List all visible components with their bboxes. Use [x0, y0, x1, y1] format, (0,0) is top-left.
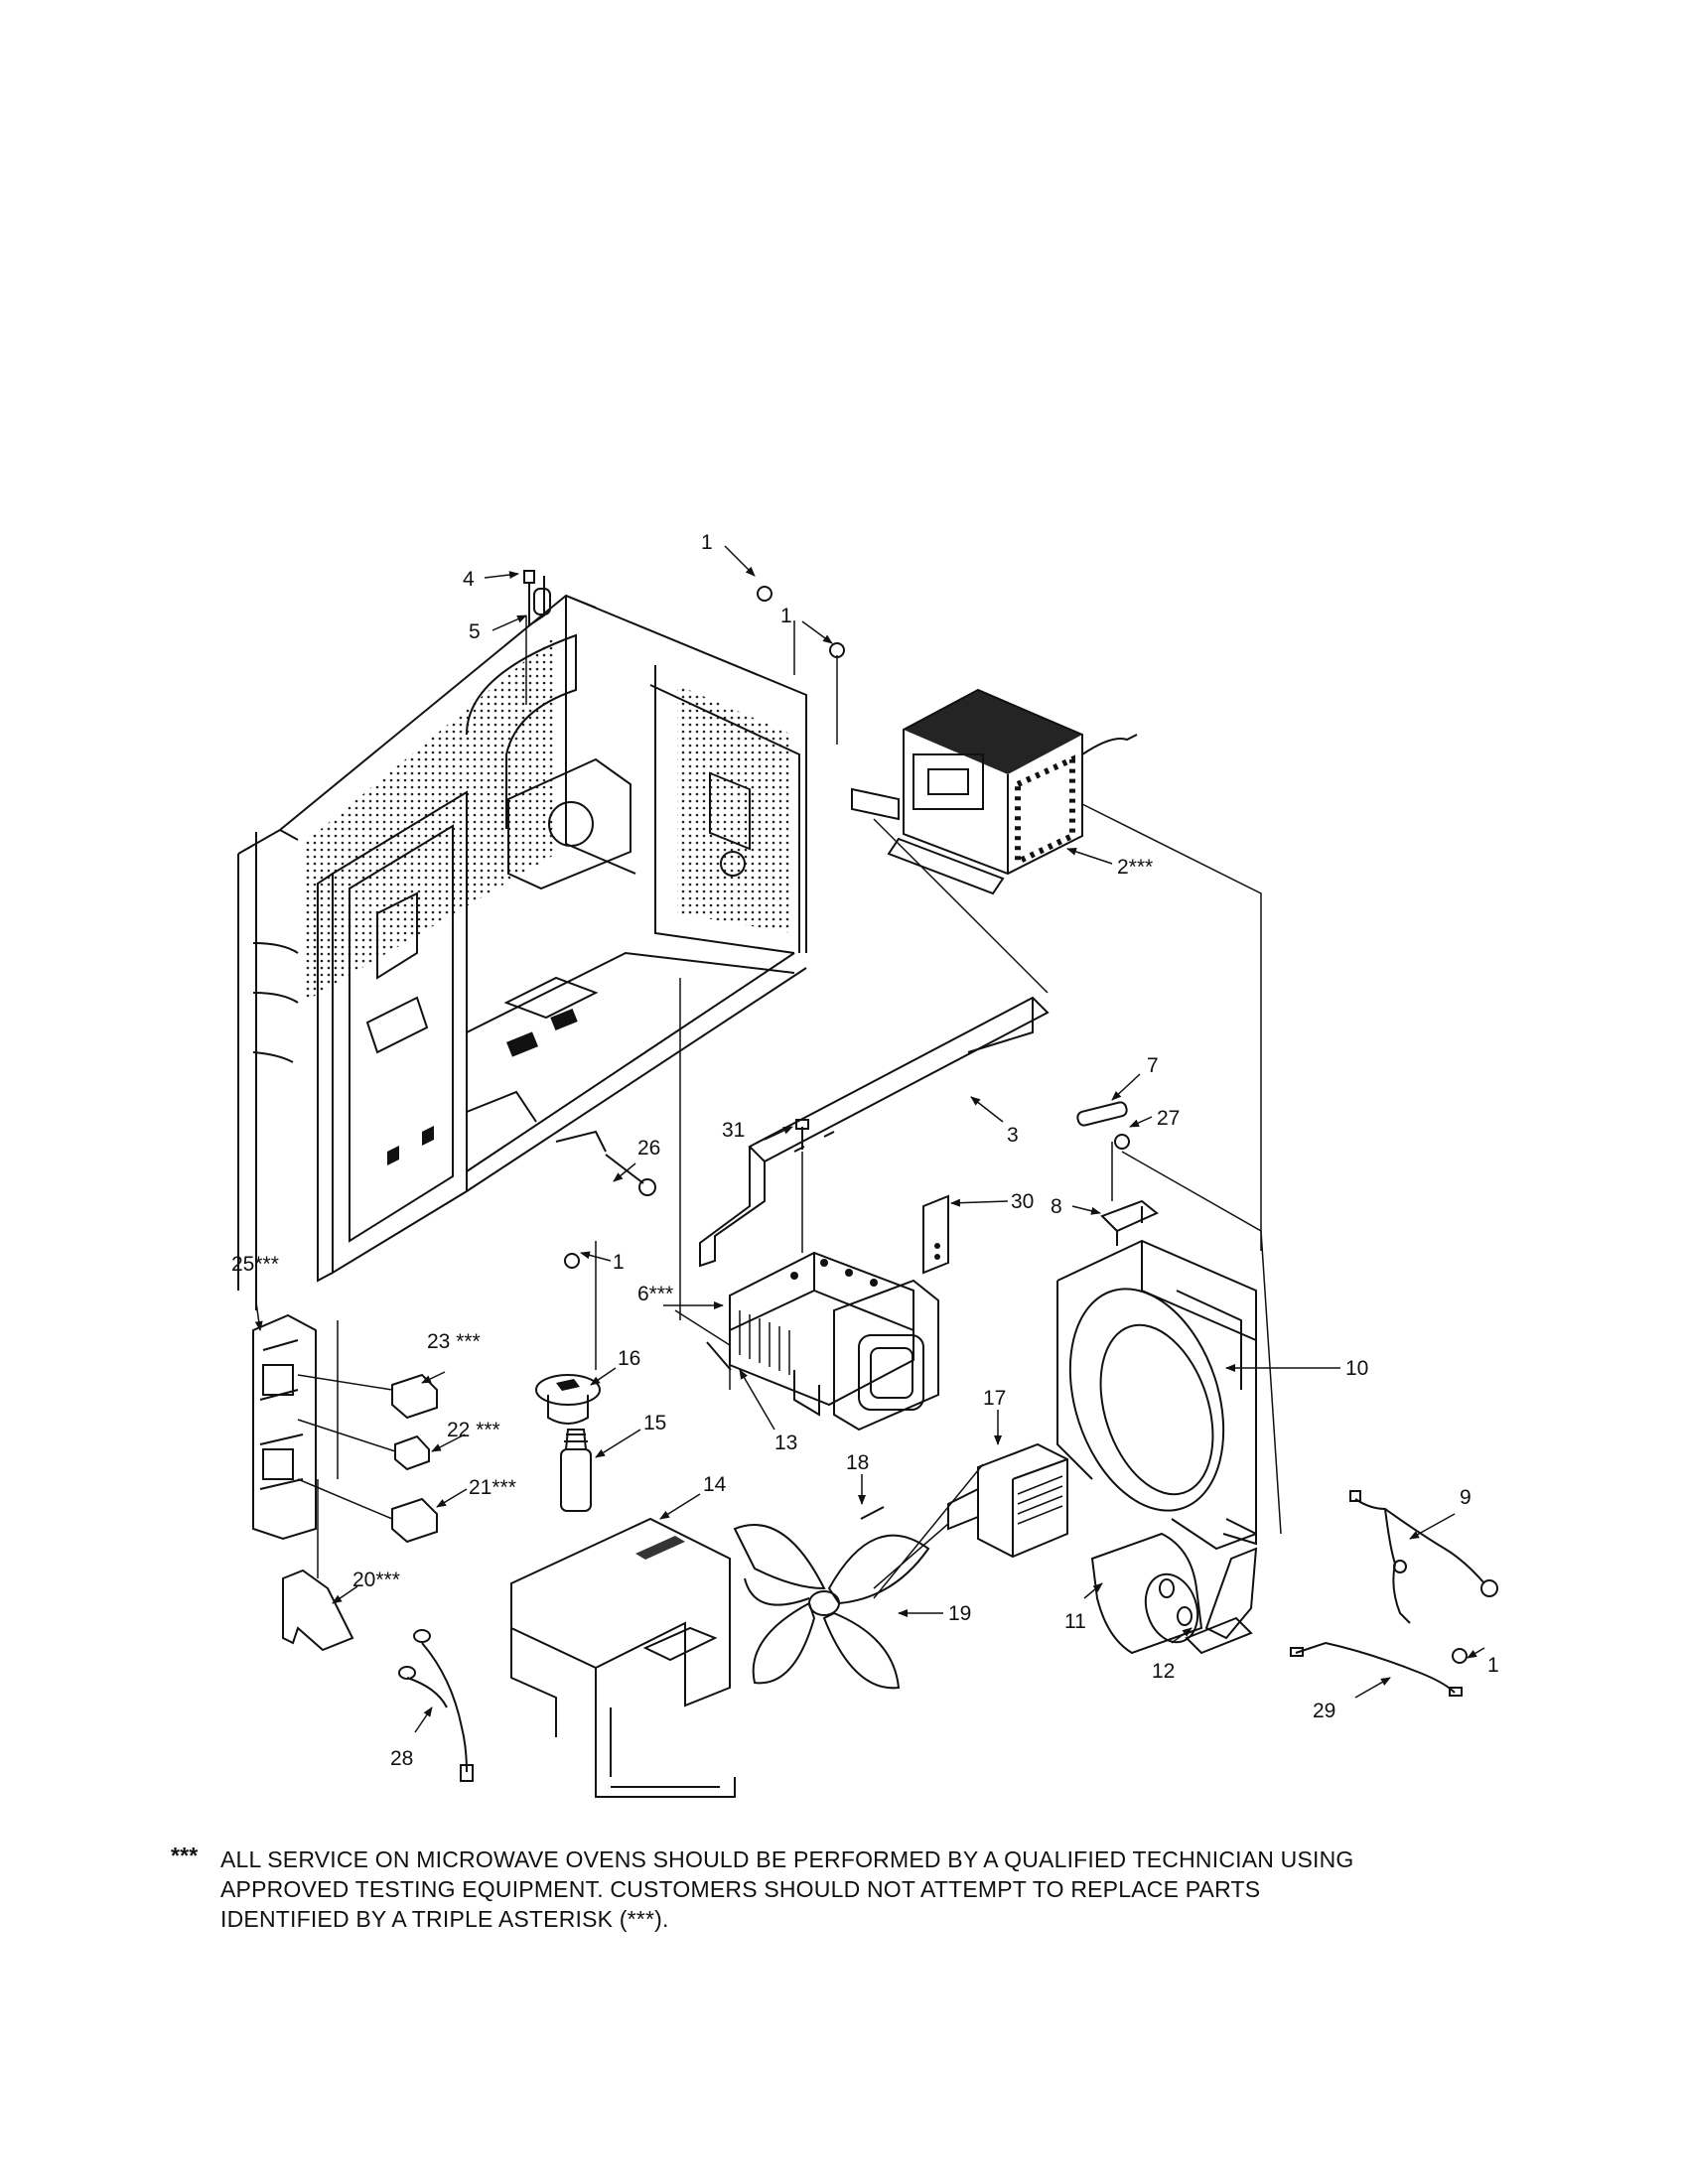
fuse [1076, 1101, 1128, 1127]
high-voltage-capacitor [1090, 1532, 1203, 1655]
callout-3: 3 [1007, 1124, 1019, 1147]
fan-blade [733, 1524, 930, 1690]
service-warning-text: ALL SERVICE ON MICROWAVE OVENS SHOULD BE… [220, 1846, 1354, 1932]
callout-15: 15 [643, 1412, 666, 1434]
callout-arrows [254, 545, 1485, 1733]
callout-1-upper-right: 1 [780, 605, 792, 627]
callout-27: 27 [1157, 1107, 1180, 1130]
callout-9: 9 [1460, 1486, 1472, 1509]
callout-18: 18 [846, 1451, 869, 1474]
triple-asterisk-marker: *** [171, 1843, 199, 1868]
callout-10: 10 [1345, 1357, 1368, 1380]
high-voltage-transformer [851, 688, 1138, 895]
callout-23: 23 *** [427, 1330, 481, 1353]
callout-25: 25*** [231, 1253, 279, 1276]
wire-lead-28 [398, 1629, 474, 1782]
callout-5: 5 [469, 620, 481, 643]
oven-lamp [560, 1429, 592, 1512]
callout-1-bottom-screw: 1 [613, 1251, 625, 1274]
lamp-socket [535, 1374, 601, 1425]
callout-7: 7 [1147, 1054, 1159, 1077]
callout-17: 17 [983, 1387, 1006, 1410]
callout-26: 26 [637, 1137, 660, 1160]
interlock-switches [391, 1373, 438, 1544]
callout-12: 12 [1152, 1660, 1175, 1683]
screws [523, 570, 1468, 1664]
callout-6: 6*** [637, 1283, 673, 1305]
callout-28: 28 [390, 1747, 413, 1770]
callout-21: 21*** [469, 1476, 516, 1499]
capacitor-bracket [1185, 1547, 1258, 1655]
callout-16: 16 [618, 1347, 640, 1370]
callout-20: 20*** [352, 1569, 400, 1591]
fuse-holder-clip [1100, 1134, 1159, 1246]
callout-1-wire-screw: 1 [1487, 1654, 1499, 1677]
wire-lead-29 [1290, 1641, 1463, 1697]
wire-lead-9 [1349, 1490, 1498, 1624]
callout-4: 4 [463, 568, 475, 591]
magnetron [729, 1251, 939, 1432]
air-duct [510, 1517, 736, 1798]
callout-labels: 1 1 1 1 2*** 3 4 5 6*** 7 8 9 10 11 12 1… [231, 531, 1499, 1770]
callout-14: 14 [703, 1473, 727, 1496]
callout-31: 31 [722, 1119, 745, 1142]
warning-label [922, 1194, 949, 1275]
callout-30: 30 [1011, 1190, 1034, 1213]
door-latch-board [252, 1313, 317, 1541]
fan-shroud [1056, 1239, 1257, 1551]
support-bracket [699, 996, 1050, 1268]
callout-2: 2*** [1117, 856, 1153, 879]
callout-13: 13 [774, 1432, 797, 1454]
callout-29: 29 [1313, 1700, 1335, 1722]
callout-22: 22 *** [447, 1419, 500, 1441]
assembly-leader-lines [297, 615, 1282, 1599]
fan-motor [947, 1442, 1068, 1559]
callout-11: 11 [1064, 1610, 1086, 1633]
callout-1-top: 1 [701, 531, 713, 554]
callout-19: 19 [948, 1602, 971, 1625]
service-warning-footnote: *** ALL SERVICE ON MICROWAVE OVENS SHOUL… [171, 1843, 1581, 1934]
oven-cavity-chassis [237, 594, 807, 1310]
callout-8: 8 [1051, 1195, 1062, 1218]
door-latch-lever [282, 1569, 354, 1652]
